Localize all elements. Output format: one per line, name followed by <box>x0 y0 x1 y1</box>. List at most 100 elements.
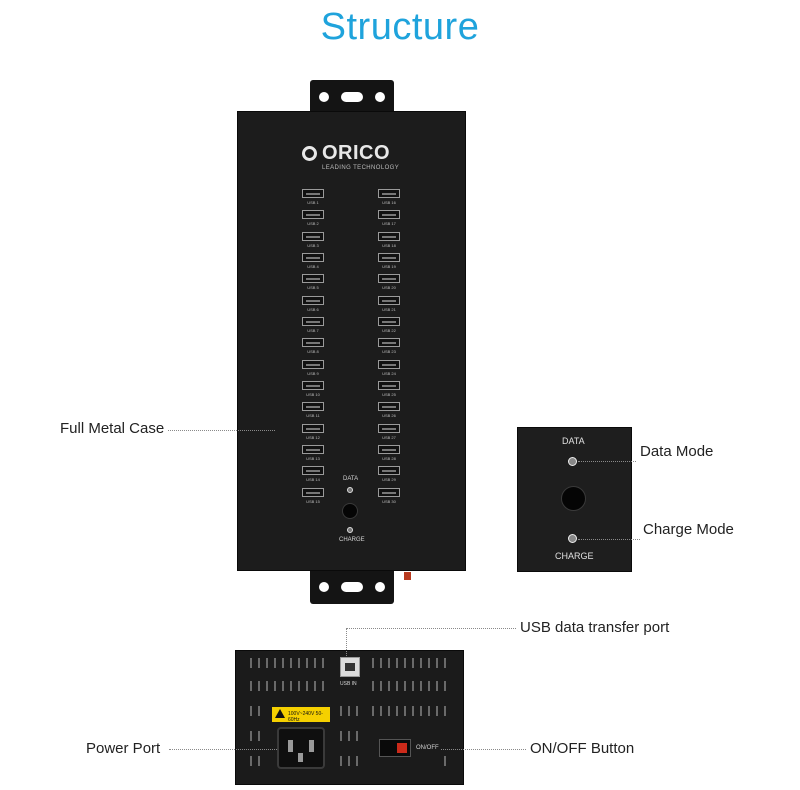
usb-data-transfer-port-label: USB data transfer port <box>520 619 670 636</box>
usb-port-12[interactable] <box>302 424 324 433</box>
port-label: USB 20 <box>382 285 396 290</box>
usb-port-18[interactable] <box>378 232 400 241</box>
onoff-button-label: ON/OFF Button <box>530 740 635 757</box>
port-label: USB 6 <box>307 307 319 312</box>
data-mode-leader <box>578 461 636 462</box>
warning-triangle-icon <box>275 709 285 718</box>
port-label: USB 24 <box>382 371 396 376</box>
onoff-panel-label: ON/OFF <box>416 745 439 751</box>
usb-port-17[interactable] <box>378 210 400 219</box>
usb-port-11[interactable] <box>302 402 324 411</box>
hub-data-label: DATA <box>343 476 359 482</box>
usb-port-16[interactable] <box>378 189 400 198</box>
port-label: USB 25 <box>382 392 396 397</box>
usb-port-19[interactable] <box>378 253 400 262</box>
usb-port-4[interactable] <box>302 253 324 262</box>
warning-text: 100V~240V 50-60Hz <box>288 711 323 723</box>
usb-port-21[interactable] <box>378 296 400 305</box>
bottom-mounting-bracket <box>310 568 394 604</box>
usb-port-3[interactable] <box>302 232 324 241</box>
charge-mode-leader <box>578 539 640 540</box>
usb-port-1[interactable] <box>302 189 324 198</box>
usb-port-6[interactable] <box>302 296 324 305</box>
usb-port-10[interactable] <box>302 381 324 390</box>
top-mounting-bracket <box>310 80 394 114</box>
port-label: USB 30 <box>382 499 396 504</box>
port-label: USB 26 <box>382 413 396 418</box>
port-label: USB 27 <box>382 435 396 440</box>
usb-port-2[interactable] <box>302 210 324 219</box>
zoom-data-label: DATA <box>562 436 585 446</box>
data-indicator-led <box>347 487 353 493</box>
orico-ring-icon <box>302 146 317 161</box>
port-label: USB 5 <box>307 285 319 290</box>
usb-port-7[interactable] <box>302 317 324 326</box>
side-tab <box>404 572 411 580</box>
port-label: USB 2 <box>307 221 319 226</box>
full-metal-case-label: Full Metal Case <box>60 420 165 437</box>
port-label: USB 11 <box>306 413 320 418</box>
usb-port-23[interactable] <box>378 338 400 347</box>
usb-port-27[interactable] <box>378 424 400 433</box>
usb-port-29[interactable] <box>378 466 400 475</box>
port-label: USB 16 <box>382 200 396 205</box>
data-mode-label: Data Mode <box>640 443 714 460</box>
orico-logo: ORICO LEADING TECHNOLOGY <box>302 142 412 176</box>
port-label: USB 23 <box>382 349 396 354</box>
usb-in-label: USB IN <box>340 681 357 687</box>
warning-sticker: 100V~240V 50-60Hz <box>272 707 330 723</box>
usb-port-26[interactable] <box>378 402 400 411</box>
usb-port-25[interactable] <box>378 381 400 390</box>
port-label: USB 8 <box>307 349 319 354</box>
usb-port-30[interactable] <box>378 488 400 497</box>
usb-port-leader-vertical <box>346 628 347 656</box>
port-label: USB 4 <box>307 264 319 269</box>
usb-port-15[interactable] <box>302 488 324 497</box>
port-label: USB 29 <box>382 477 396 482</box>
onoff-switch[interactable] <box>379 739 411 757</box>
zoom-charge-label: CHARGE <box>555 551 594 561</box>
power-port[interactable] <box>277 727 325 769</box>
port-label: USB 15 <box>306 499 320 504</box>
usb-port-28[interactable] <box>378 445 400 454</box>
usb-port-leader <box>346 628 516 629</box>
port-label: USB 7 <box>307 328 319 333</box>
usb-in-port[interactable] <box>340 657 360 677</box>
hub-case <box>237 111 466 571</box>
usb-port-13[interactable] <box>302 445 324 454</box>
port-label: USB 9 <box>307 371 319 376</box>
mode-button[interactable] <box>342 503 358 519</box>
brand-tagline: LEADING TECHNOLOGY <box>322 165 400 171</box>
port-label: USB 28 <box>382 456 396 461</box>
port-label: USB 21 <box>382 307 396 312</box>
port-label: USB 14 <box>306 477 320 482</box>
port-label: USB 3 <box>307 243 319 248</box>
brand-name: ORICO <box>322 142 391 164</box>
power-port-leader <box>169 749 277 750</box>
port-label: USB 10 <box>306 392 320 397</box>
zoom-mode-button[interactable] <box>561 486 586 511</box>
charge-mode-label: Charge Mode <box>643 521 734 538</box>
usb-port-8[interactable] <box>302 338 324 347</box>
usb-port-20[interactable] <box>378 274 400 283</box>
port-label: USB 17 <box>382 221 396 226</box>
usb-port-24[interactable] <box>378 360 400 369</box>
port-label: USB 13 <box>306 456 320 461</box>
charge-indicator-led <box>347 527 353 533</box>
zoom-charge-led <box>568 534 577 543</box>
zoom-data-led <box>568 457 577 466</box>
usb-port-5[interactable] <box>302 274 324 283</box>
power-port-label: Power Port <box>86 740 161 757</box>
usb-port-9[interactable] <box>302 360 324 369</box>
usb-port-22[interactable] <box>378 317 400 326</box>
usb-port-14[interactable] <box>302 466 324 475</box>
port-label: USB 19 <box>382 264 396 269</box>
onoff-button-leader <box>441 749 526 750</box>
port-label: USB 18 <box>382 243 396 248</box>
page-title: Structure <box>320 6 480 48</box>
full-metal-case-leader <box>168 430 275 431</box>
port-label: USB 22 <box>382 328 396 333</box>
port-label: USB 12 <box>306 435 320 440</box>
port-label: USB 1 <box>307 200 319 205</box>
switch-rocker <box>397 743 407 753</box>
